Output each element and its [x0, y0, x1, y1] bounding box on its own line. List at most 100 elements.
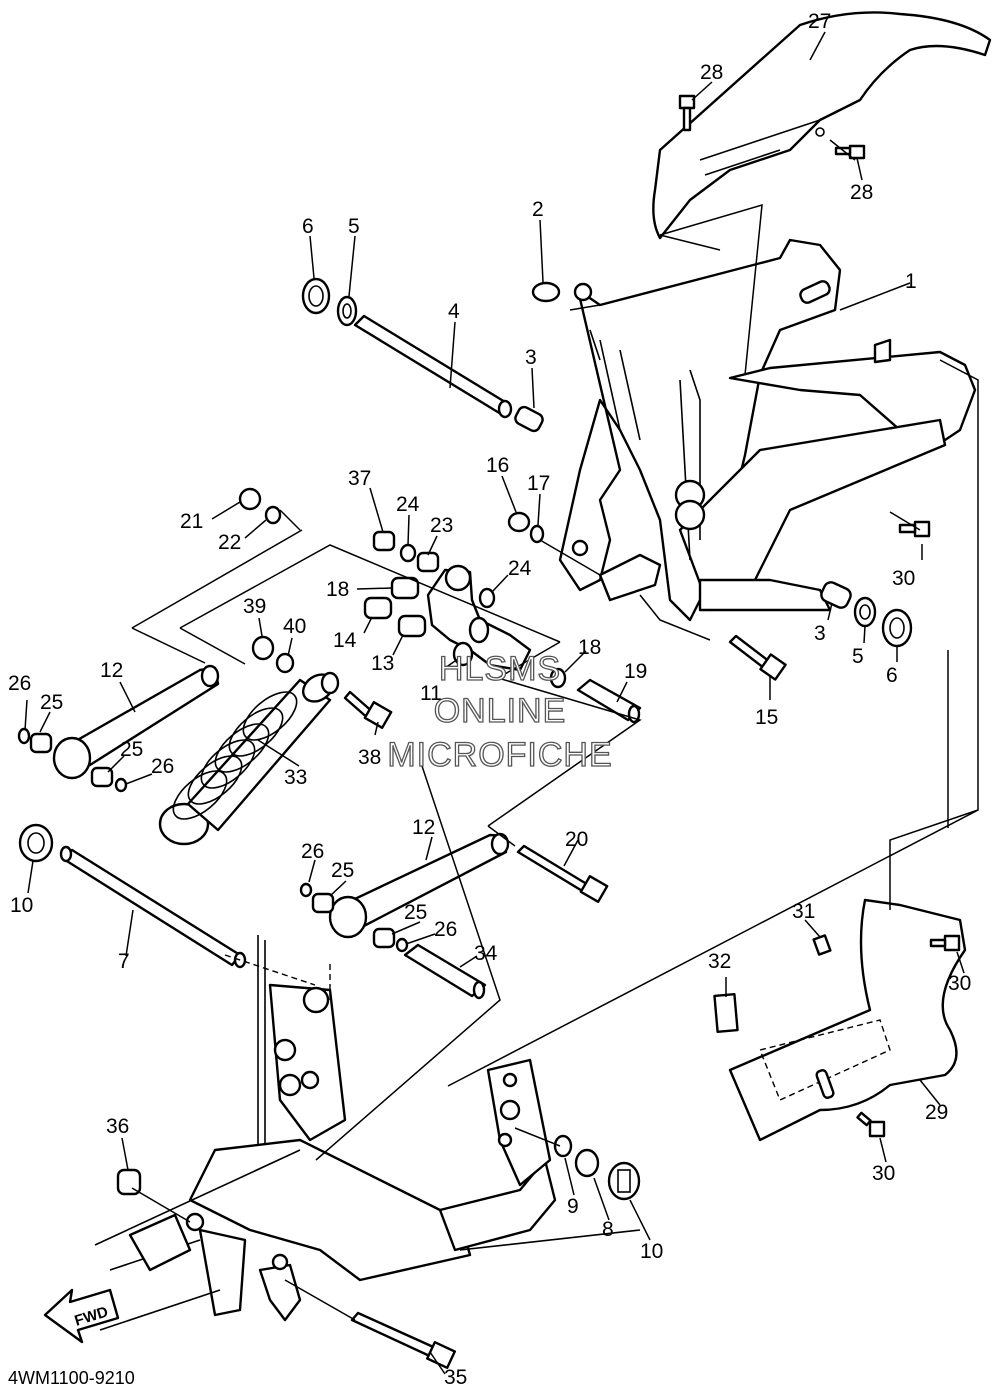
watermark-line-3: MICROFICHE: [387, 736, 612, 774]
callout-9: 9: [567, 1195, 579, 1218]
nut-21-part: [238, 487, 262, 511]
callout-34: 34: [474, 942, 498, 965]
collar-37-part: [372, 530, 396, 552]
callout-5: 5: [852, 645, 864, 668]
callout-21: 21: [180, 510, 203, 533]
callout-36: 36: [106, 1115, 129, 1138]
cap-10-part: [607, 1161, 641, 1201]
callout-26: 26: [151, 755, 174, 778]
callout-39: 39: [243, 595, 266, 618]
nut-39-part: [251, 635, 275, 661]
collar-25-d-part: [372, 927, 396, 949]
watermark-line-2: ONLINE: [434, 692, 567, 730]
callout-5: 5: [348, 215, 360, 238]
callout-24: 24: [396, 493, 420, 516]
callout-6: 6: [886, 664, 898, 687]
collar-34-part: [403, 943, 487, 1000]
shock-absorber-part: [158, 671, 340, 846]
callout-31: 31: [792, 900, 815, 923]
thrust-washer-right-part: [853, 596, 877, 628]
callout-30: 30: [872, 1162, 895, 1185]
collar-25-b-part: [90, 766, 114, 788]
bearing-8-part: [574, 1148, 600, 1178]
callout-15: 15: [755, 706, 778, 729]
callout-40: 40: [283, 615, 306, 638]
callout-27: 27: [808, 10, 831, 33]
pivot-shaft-lower-part: [59, 845, 247, 969]
bolt-35-part: [350, 1311, 456, 1370]
bolt-30-lower-part: [856, 1111, 886, 1138]
callout-20: 20: [565, 828, 588, 851]
nut-16-part: [507, 511, 531, 533]
callout-11: 11: [420, 682, 442, 705]
callout-28: 28: [850, 181, 873, 204]
bolt-15-part: [728, 634, 787, 681]
group-outlines: [131, 203, 979, 1161]
thrust-washer-left-part: [336, 295, 358, 327]
seal-26-c-part: [299, 882, 313, 898]
clip-31-part: [812, 934, 832, 956]
callout-25: 25: [404, 901, 427, 924]
callout-30: 30: [892, 567, 915, 590]
cover-bolt-upper: [678, 94, 696, 132]
callout-26: 26: [301, 840, 324, 863]
seal-26-b-part: [114, 777, 128, 793]
callout-35: 35: [444, 1366, 467, 1389]
bearing-23-part: [416, 551, 440, 573]
chain-cover-part: [652, 11, 992, 240]
callout-26: 26: [434, 918, 457, 941]
connecting-rod-lower-part: [328, 832, 510, 939]
diagram-reference-code: 4WM1100-9210: [8, 1368, 135, 1388]
swingarm-part: [558, 238, 977, 622]
collar-19-part: [576, 678, 642, 724]
leader-lines: [24, 31, 965, 1375]
collar-14-part: [363, 596, 393, 620]
collar-25-upper-part: [29, 732, 53, 754]
bearing-13-part: [397, 614, 427, 638]
washer-40-part: [275, 652, 295, 674]
washer-17-part: [529, 524, 545, 544]
callout-29: 29: [925, 1101, 948, 1124]
callout-25: 25: [331, 859, 354, 882]
callout-7: 7: [118, 950, 130, 973]
seal-10-left-part: [18, 823, 54, 863]
pad-32-part: [713, 992, 739, 1034]
washer-9-part: [553, 1134, 573, 1158]
bolt-30-upper-part: [898, 520, 931, 538]
callout-10: 10: [10, 894, 33, 917]
nut-36-part: [116, 1168, 142, 1196]
seal-26-upper-part: [17, 727, 31, 745]
cap-part: [531, 281, 593, 303]
callout-33: 33: [284, 766, 307, 789]
collar-18-lower-part: [549, 667, 567, 689]
lower-cover-part: [728, 898, 967, 1142]
bolt-20-part: [516, 844, 609, 903]
seal-26-d-part: [395, 937, 409, 953]
callout-16: 16: [486, 454, 509, 477]
callout-1: 1: [905, 270, 917, 293]
callout-12: 12: [412, 816, 435, 839]
frame-part: [94, 935, 641, 1331]
callout-26: 26: [8, 672, 31, 695]
callout-37: 37: [348, 467, 371, 490]
relay-arm-part: [426, 564, 532, 672]
callout-22: 22: [218, 531, 241, 554]
callout-3: 3: [525, 346, 537, 369]
callout-28: 28: [700, 61, 723, 84]
callout-8: 8: [602, 1218, 614, 1241]
oil-seal-left-part: [301, 277, 331, 315]
callout-18: 18: [578, 636, 601, 659]
callout-2: 2: [532, 198, 544, 221]
bearing-upper-part: [514, 405, 544, 433]
callout-13: 13: [371, 652, 394, 675]
connecting-rod-upper-part: [52, 664, 220, 780]
bolt-38-part: [343, 690, 393, 729]
forward-arrow-icon: FWD: [43, 1288, 120, 1344]
callout-38: 38: [358, 746, 381, 769]
callout-30: 30: [948, 972, 971, 995]
callout-23: 23: [430, 514, 453, 537]
callout-19: 19: [624, 660, 647, 683]
callout-17: 17: [527, 472, 550, 495]
